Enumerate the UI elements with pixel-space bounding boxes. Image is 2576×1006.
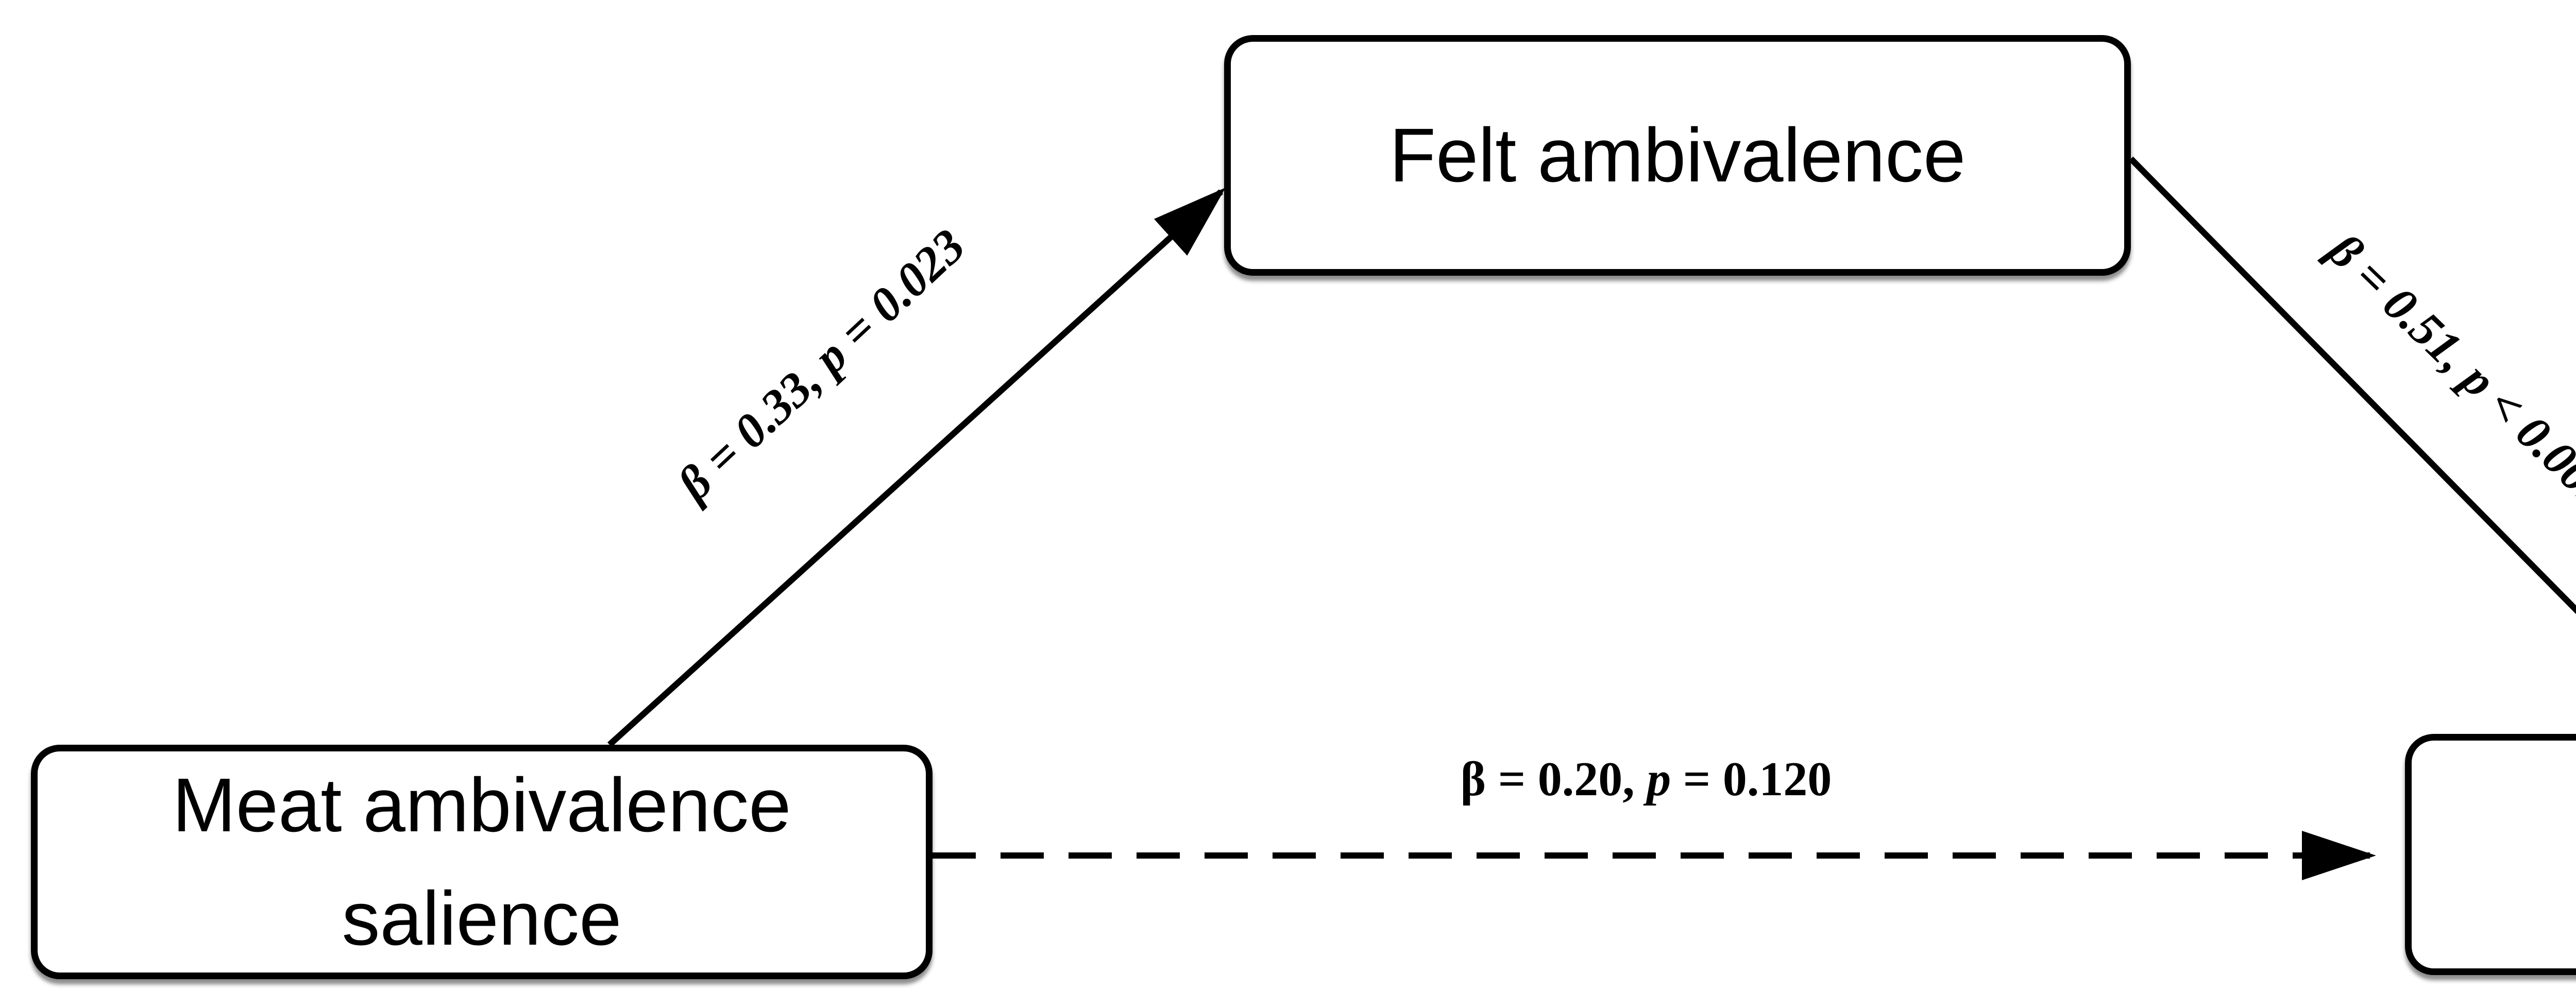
edge-a-arrow-predictor-to-mediator [607,187,1226,747]
p-symbol: p [1647,752,1671,806]
node-label-line: Felt ambivalence [1389,112,1966,198]
node-intention-to-eat-less-meat: Intention to eat less meat [2405,734,2576,975]
edge-b-arrow-mediator-to-outcome [2128,156,2576,614]
node-meat-ambivalence-salience: Meat ambivalence salience [31,745,933,979]
beta-value-text: β = 0.51, [2317,223,2489,391]
node-felt-ambivalence: Felt ambivalence [1224,35,2131,276]
p-value-text: = 0.023 [821,219,975,368]
node-label-line: Meat ambivalence [172,763,791,848]
beta-value-text: β = 0.20, [1460,752,1647,806]
p-value-text: < 0.001 [2477,377,2576,519]
node-label-line: salience [342,876,622,961]
edge-c-coefficient-label: β = 0.20, p = 0.120 [1412,696,1832,863]
p-value-text: = 0.120 [1671,752,1832,806]
